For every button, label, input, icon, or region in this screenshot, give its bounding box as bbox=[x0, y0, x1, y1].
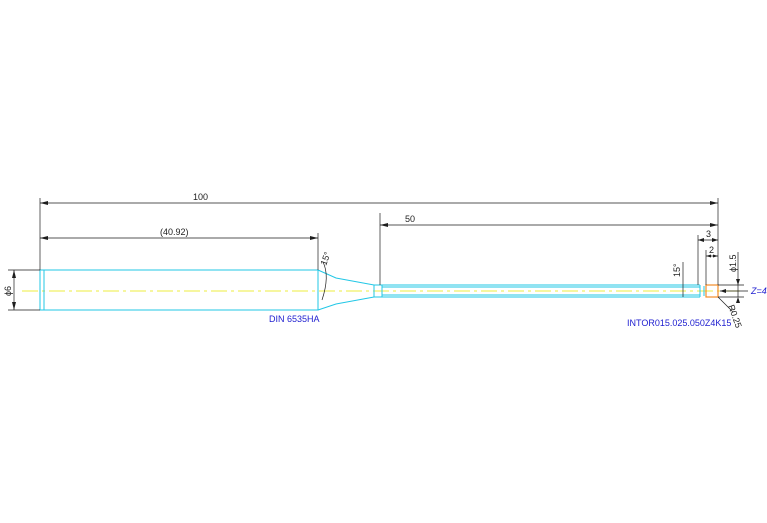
flute-count-label: Z=4 bbox=[750, 286, 767, 296]
arrow bbox=[713, 254, 718, 258]
arrow bbox=[40, 201, 48, 205]
arrow bbox=[310, 236, 318, 240]
arrow bbox=[706, 254, 711, 258]
arrow bbox=[40, 236, 48, 240]
leader-r025 bbox=[717, 296, 734, 313]
tool-outline bbox=[39, 269, 705, 311]
taper-angle-arc bbox=[321, 261, 327, 301]
dim-tip-diameter: ϕ1.5 bbox=[728, 254, 738, 272]
cutting-tip bbox=[705, 284, 719, 298]
dim-tip-length-2: 2 bbox=[709, 245, 714, 255]
dim-tip-length-3: 3 bbox=[706, 229, 711, 239]
neck-taper-bottom bbox=[317, 296, 382, 311]
arrow bbox=[712, 238, 718, 242]
arrow bbox=[736, 297, 740, 303]
arrow bbox=[380, 223, 388, 227]
dim-neck-angle: 15° bbox=[672, 263, 682, 277]
dim-shank-diameter: ϕ6 bbox=[3, 286, 13, 296]
shank-body bbox=[39, 269, 319, 311]
neck-taper-top bbox=[317, 269, 382, 286]
part-number-label: INTOR015.025.050Z4K15 bbox=[627, 318, 731, 328]
dim-taper-angle: 15° bbox=[318, 250, 332, 267]
dim-overall-length: 100 bbox=[193, 192, 208, 202]
arrow bbox=[698, 238, 704, 242]
arrow bbox=[12, 270, 16, 278]
arrow bbox=[710, 223, 718, 227]
standard-label: DIN 6535HA bbox=[269, 314, 320, 324]
arrow bbox=[720, 289, 726, 293]
arrow bbox=[736, 279, 740, 285]
arrowheads bbox=[12, 201, 740, 310]
arrow bbox=[710, 201, 718, 205]
dim-shank-length: (40.92) bbox=[160, 227, 189, 237]
arrow bbox=[12, 302, 16, 310]
dim-neck-length: 50 bbox=[405, 214, 415, 224]
